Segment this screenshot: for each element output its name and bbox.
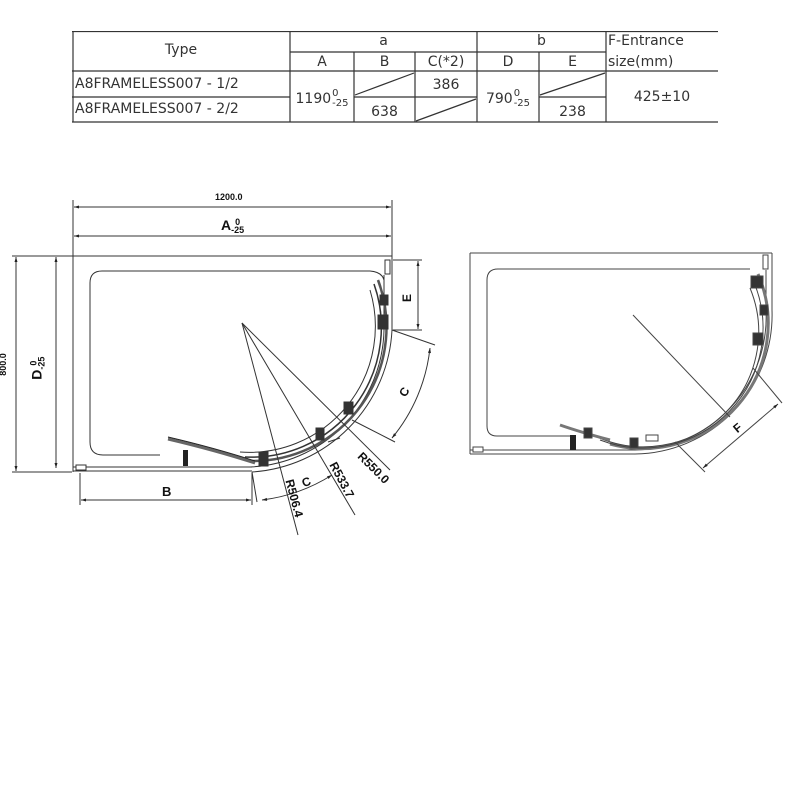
row-1-c-value: 386	[432, 77, 460, 93]
header-col-f-line2: size(mm)	[608, 54, 674, 70]
spec-table: Type a b A B C(*2) D E F-Entrance size(m…	[72, 31, 718, 123]
header-col-d: D	[502, 54, 514, 70]
header-type: Type	[164, 42, 198, 58]
header-group-a: a	[379, 33, 388, 49]
depth-800-label: 800.0	[0, 353, 8, 376]
right-plan-drawing: F	[460, 240, 800, 480]
left-plan-svg	[12, 200, 436, 536]
header-col-a: A	[317, 54, 327, 70]
right-plan-svg	[469, 252, 783, 473]
shared-f-value: 425±10	[633, 89, 691, 105]
width-1200-label: 1200.0	[215, 192, 243, 202]
header-col-b: B	[379, 54, 390, 70]
d-tolerance: 0-25	[513, 88, 531, 109]
header-group-b: b	[537, 33, 546, 49]
header-col-e: E	[568, 54, 577, 70]
header-col-f-line1: F-Entrance	[608, 33, 684, 49]
row-2-type: A8FRAMELESS007 - 2/2	[75, 101, 239, 117]
a-tolerance: 0-25	[332, 88, 349, 109]
dim-e-label: E	[400, 293, 415, 303]
dim-b-label: B	[162, 484, 172, 499]
header-col-c: C(*2)	[427, 54, 465, 70]
table-grid	[72, 31, 718, 123]
row-1-type: A8FRAMELESS007 - 1/2	[75, 76, 239, 92]
row-2-e-value: 238	[559, 104, 586, 120]
row-2-b-value: 638	[371, 104, 398, 120]
